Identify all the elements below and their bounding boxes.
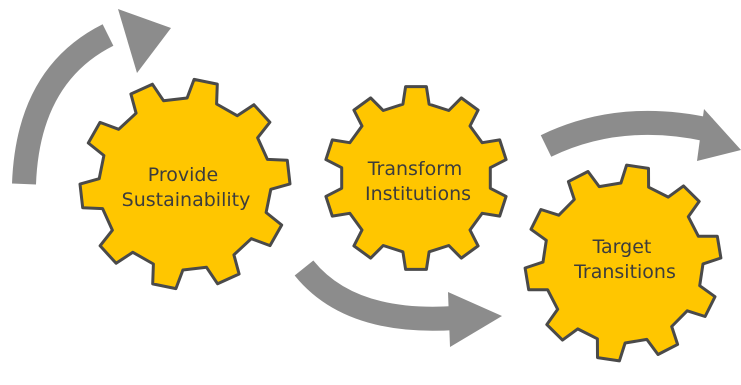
gear-target-transitions: Target Transitions [523, 163, 723, 363]
gear-label-line-1: Target [592, 236, 652, 258]
gear-label-line-2: Transitions [573, 261, 676, 283]
gear-label-line-2: Sustainability [122, 189, 251, 211]
gear-label-line-1: Transform [367, 158, 463, 180]
gear-transform-institutions: Transform Institutions [324, 85, 508, 271]
gear-icon [324, 85, 508, 271]
gear-label: Transform Institutions [365, 158, 471, 205]
gear-provide-sustainability: Provide Sustainability [78, 77, 292, 291]
arrow-top-right-icon [540, 109, 741, 161]
gear-label: Target Transitions [573, 236, 676, 283]
gear-label-line-2: Institutions [365, 183, 471, 205]
gear-icon [523, 163, 723, 363]
gear-label-line-1: Provide [148, 164, 218, 186]
arrow-top-left-icon [12, 9, 171, 185]
gear-icon [78, 77, 292, 291]
arrow-bottom-middle-icon [294, 260, 502, 347]
gear-label: Provide Sustainability [122, 164, 251, 211]
